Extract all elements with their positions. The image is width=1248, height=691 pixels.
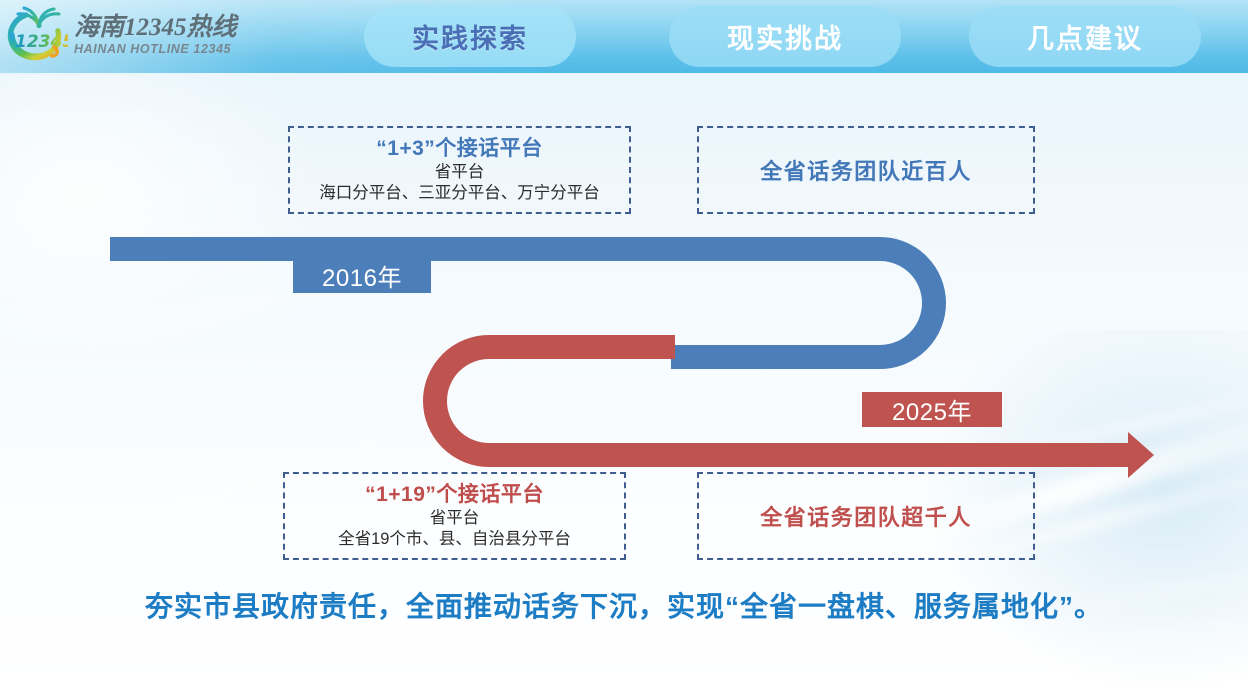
year-label: 2016年 (322, 265, 402, 292)
callout-subtitle-line-1: 省平台 (429, 509, 480, 528)
callout-title: “1+19”个接话平台 (365, 483, 544, 507)
callout-top-right: 全省话务团队近百人 (697, 126, 1035, 214)
background-glow-left (0, 75, 330, 375)
hotline-logo-icon: 12345 (6, 5, 74, 65)
header-bar: 12345 海南12345热线 HAINAN HOTLINE 12345 实践探… (0, 0, 1248, 73)
callout-bottom-right: 全省话务团队超千人 (697, 472, 1035, 560)
brand-logo[interactable]: 12345 海南12345热线 HAINAN HOTLINE 12345 (6, 4, 237, 66)
year-chip-2016: 2016年 (293, 258, 431, 293)
tab-label: 实践探索 (412, 24, 528, 54)
year-chip-2025: 2025年 (862, 392, 1002, 427)
callout-text: 全省话务团队近百人 (760, 159, 972, 184)
callout-subtitle-line-2: 海口分平台、三亚分平台、万宁分平台 (319, 184, 600, 203)
tab-label: 几点建议 (1027, 24, 1143, 54)
callout-subtitle-line-2: 全省19个市、县、自治县分平台 (338, 530, 571, 549)
logo-chinese-name: 海南12345热线 (74, 13, 237, 41)
svg-text:12345: 12345 (15, 32, 68, 52)
background-wave-streak (1007, 383, 1248, 459)
callout-bottom-left: “1+19”个接话平台 省平台 全省19个市、县、自治县分平台 (283, 472, 626, 560)
logo-english-name: HAINAN HOTLINE 12345 (74, 41, 232, 56)
callout-text: 全省话务团队超千人 (760, 505, 972, 530)
tab-real-challenges[interactable]: 现实挑战 (669, 6, 901, 67)
callout-subtitle-line-1: 省平台 (434, 163, 485, 182)
callout-title: “1+3”个接话平台 (376, 137, 543, 161)
slide-caption: 夯实市县政府责任，全面推动话务下沉，实现“全省一盘棋、服务属地化”。 (144, 591, 1103, 622)
callout-top-left: “1+3”个接话平台 省平台 海口分平台、三亚分平台、万宁分平台 (288, 126, 631, 214)
tab-suggestions[interactable]: 几点建议 (969, 6, 1201, 67)
tab-label: 现实挑战 (727, 24, 843, 54)
tab-practice-exploration[interactable]: 实践探索 (364, 6, 576, 67)
year-label: 2025年 (892, 399, 972, 426)
